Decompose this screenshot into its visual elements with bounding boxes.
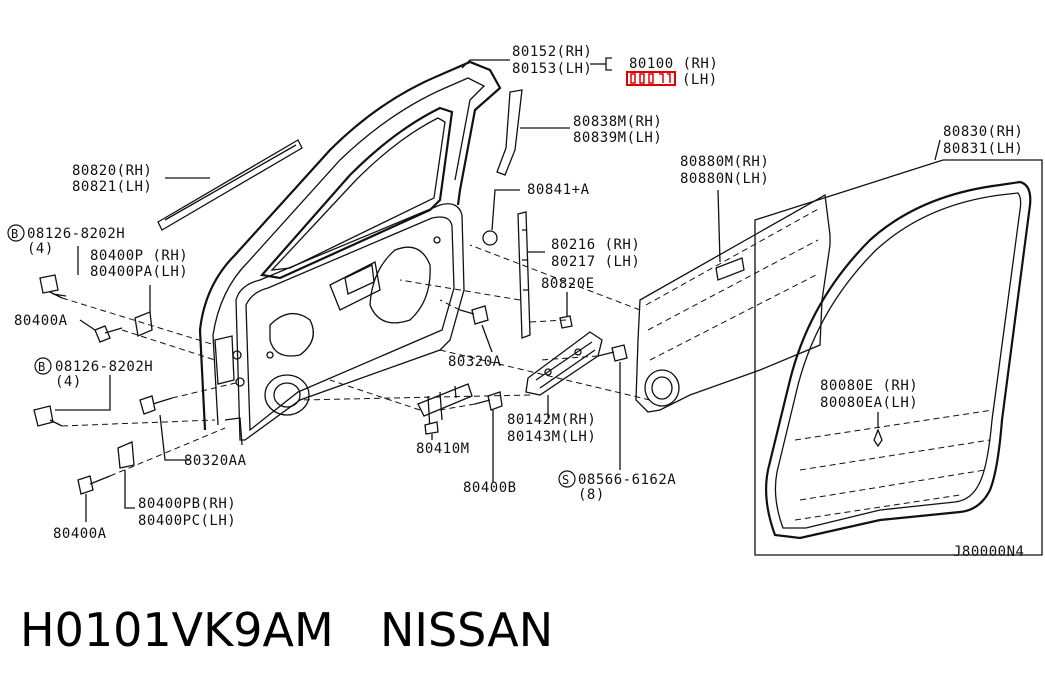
svg-text:B: B <box>38 360 46 374</box>
label-80820e: 80820E <box>541 276 595 292</box>
label-80400a-lower: 80400A <box>53 526 107 542</box>
label-80838m: 80838M(RH) <box>573 114 662 130</box>
run-channel <box>517 211 531 339</box>
label-08566: 08566-6162A <box>578 472 676 488</box>
inside-handle-bracket <box>525 331 603 396</box>
screw-08566 <box>597 344 628 362</box>
label-80410m: 80410M <box>416 441 470 457</box>
label-80830: 80830(RH) <box>943 124 1023 140</box>
label-80153: 80153(LH) <box>512 61 592 77</box>
label-80100: 80100 (RH) <box>629 56 718 72</box>
label-80880m: 80880M(RH) <box>680 154 769 170</box>
upper-hinge <box>134 311 153 337</box>
label-80400a-upper: 80400A <box>14 313 68 329</box>
label-08126-lower-qty: (4) <box>55 374 82 390</box>
label-80831: 80831(LH) <box>943 141 1023 157</box>
lower-hinge <box>117 441 135 469</box>
label-80400pa: 80400PA(LH) <box>90 264 188 280</box>
circle-marker-b1: B <box>7 224 25 242</box>
label-80400p: 80400P (RH) <box>90 248 188 264</box>
clip-80820e <box>559 315 573 329</box>
label-80080e: 80080E (RH) <box>820 378 918 394</box>
weatherstrip-box <box>754 159 1043 556</box>
leader-lines <box>55 57 941 522</box>
label-08566-qty: (8) <box>578 487 605 503</box>
label-80820: 80820(RH) <box>72 163 152 179</box>
bolt-80400b <box>474 391 503 411</box>
door-check <box>417 383 473 435</box>
bolt-80320aa <box>139 395 173 415</box>
svg-text:S: S <box>562 473 570 487</box>
label-80101-lh: (LH) <box>682 72 718 88</box>
label-08126-upper: 08126-8202H <box>27 226 125 242</box>
assembly-lines <box>61 244 651 477</box>
label-08126-upper-qty: (4) <box>27 241 54 257</box>
footer-part-number: H0101VK9AM <box>20 603 334 657</box>
label-80400pc: 80400PC(LH) <box>138 513 236 529</box>
bolt-80400a-lower <box>77 475 111 495</box>
label-80841: 80841+A <box>527 182 590 198</box>
label-80320aa: 80320AA <box>184 453 247 469</box>
bolt-lower-left <box>33 405 63 427</box>
door-trim-panel <box>635 193 831 413</box>
bolt-80400a-upper <box>94 325 123 343</box>
outer-moulding-strip <box>157 139 303 231</box>
label-80880n: 80880N(LH) <box>680 171 769 187</box>
label-80216: 80216 (RH) <box>551 237 640 253</box>
label-08126-lower: 08126-8202H <box>55 359 153 375</box>
label-80217: 80217 (LH) <box>551 254 640 270</box>
label-80142m: 80142M(RH) <box>507 412 596 428</box>
label-80839m: 80839M(LH) <box>573 130 662 146</box>
bolt-80320a <box>459 305 489 325</box>
label-80821: 80821(LH) <box>72 179 152 195</box>
label-80320a: 80320A <box>448 354 502 370</box>
highlight-glyphs <box>630 73 671 84</box>
label-80080ea: 80080EA(LH) <box>820 395 918 411</box>
label-80143m: 80143M(LH) <box>507 429 596 445</box>
label-80400b: 80400B <box>463 480 517 496</box>
grommet-part <box>482 230 498 246</box>
footer-brand: NISSAN <box>380 603 553 657</box>
label-80400pb: 80400PB(RH) <box>138 496 236 512</box>
door-shell <box>198 60 502 446</box>
diagram-code: J80000N4 <box>953 544 1024 560</box>
circle-marker-b2: B <box>34 357 52 375</box>
sash-tape <box>496 89 523 176</box>
bolt-upper-left <box>39 274 67 299</box>
label-80152: 80152(RH) <box>512 44 592 60</box>
svg-text:B: B <box>11 227 19 241</box>
circle-marker-s1: S <box>558 470 576 488</box>
highlight-box <box>626 71 676 86</box>
